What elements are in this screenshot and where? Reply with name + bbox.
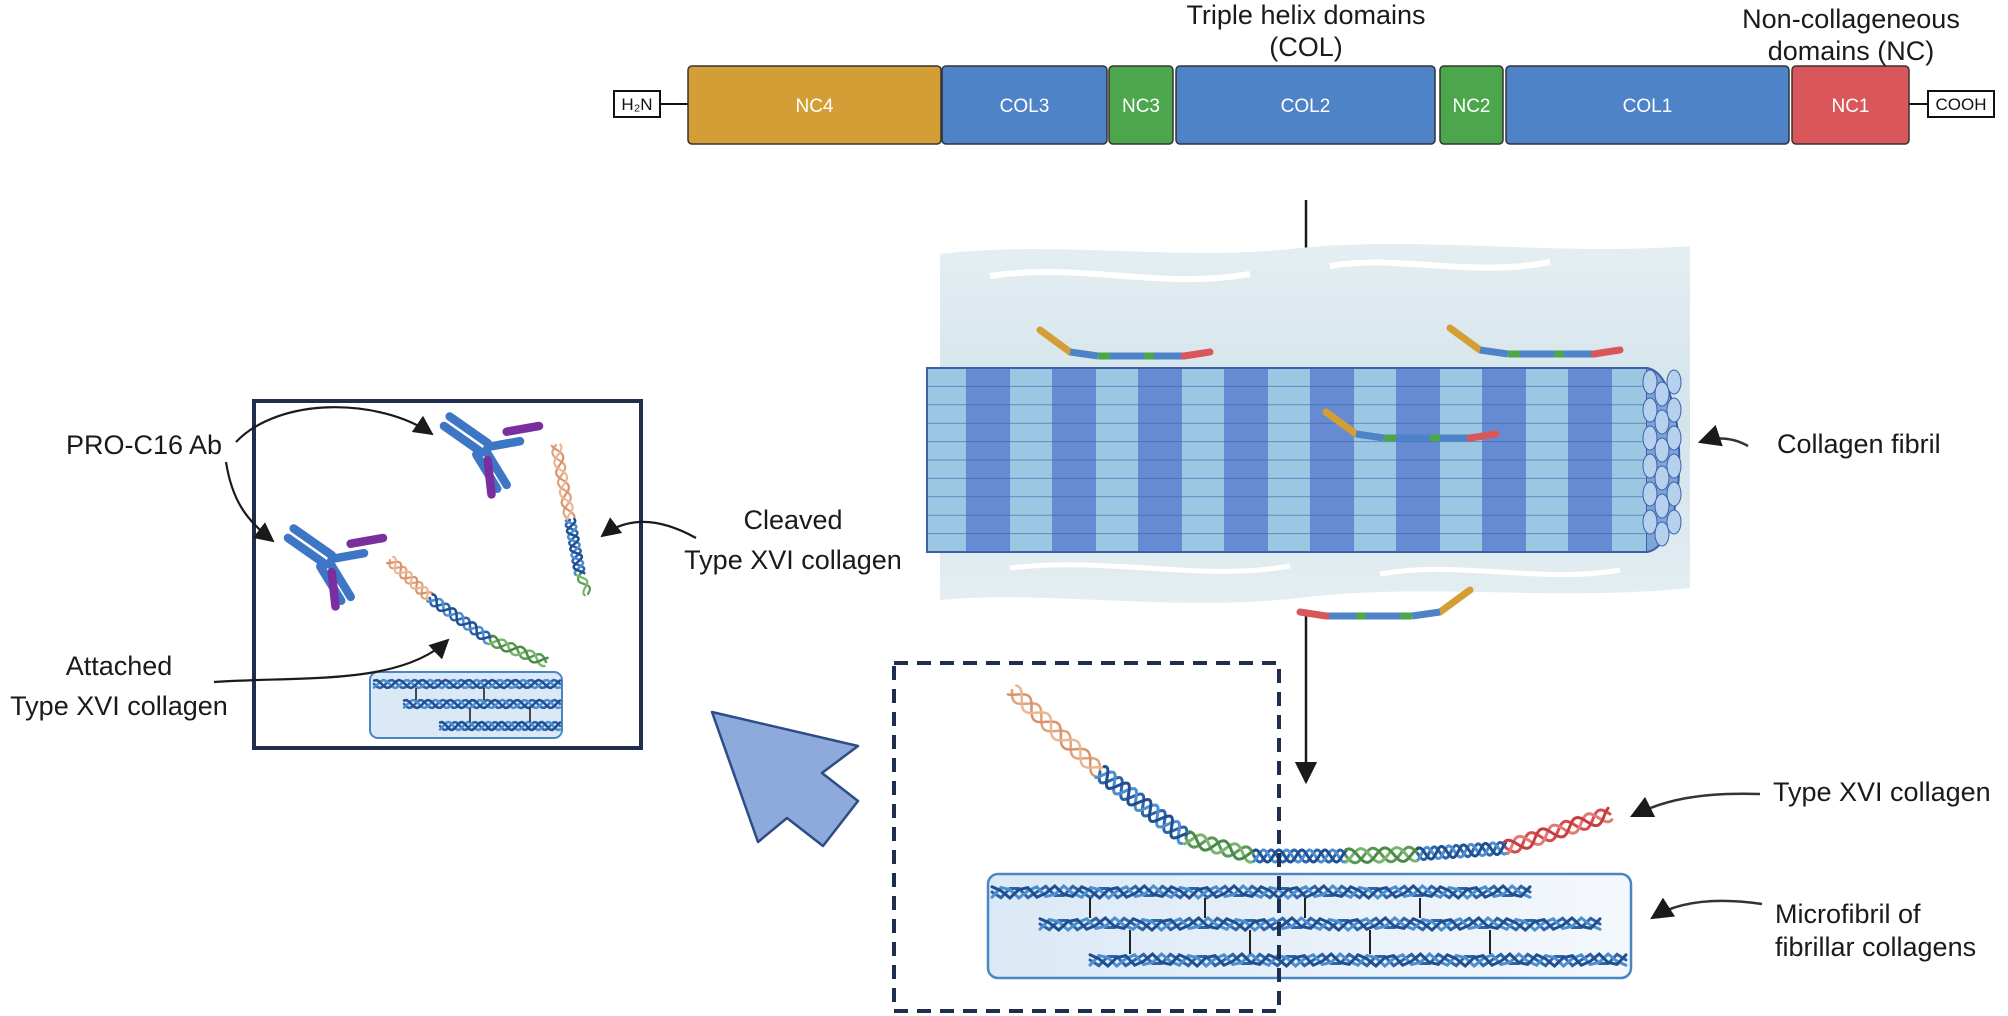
small-collagen-molecule [1446, 324, 1624, 358]
noncollagenous-heading-line2: domains (NC) [1768, 36, 1935, 66]
domain-label: NC4 [795, 96, 833, 117]
microfibril-label-line2: fibrillar collagens [1775, 932, 1976, 962]
cleaved-pointer [600, 517, 697, 539]
pro-c16-ab-label: PRO-C16 Ab [66, 430, 222, 460]
domain-segments: NC4 COL3 NC3 COL2 NC2 COL1 NC1 [687, 65, 1910, 145]
cleaved-label-line1: Cleaved [743, 505, 842, 535]
microfibril-illustration [986, 872, 1633, 980]
domain-label: COL1 [1623, 96, 1673, 117]
domain-nc2: NC2 [1439, 65, 1504, 145]
domain-col1: COL1 [1505, 65, 1790, 145]
n-terminus-label: H₂N [621, 95, 652, 114]
domain-nc3: NC3 [1108, 65, 1174, 145]
microfibril-label-line1: Microfibril of [1775, 899, 1921, 929]
pro-c16-antibody [439, 412, 544, 499]
domain-nc4: NC4 [687, 65, 942, 145]
cleaved-label-line2: Type XVI collagen [684, 545, 902, 575]
type-xvi-molecules-on-fibril [1036, 324, 1624, 620]
collagen-fibril-label: Collagen fibril [1777, 429, 1941, 459]
attached-pointer [213, 638, 450, 684]
collagen-fibril-pointer [1697, 424, 1749, 448]
domain-col3: COL3 [941, 65, 1108, 145]
small-collagen-molecule [1322, 408, 1500, 442]
pro-c16-antibody [283, 524, 388, 611]
small-collagen-molecule [1036, 326, 1214, 360]
noncollagenous-heading-line1: Non-collageneous [1742, 4, 1960, 34]
triple-helix-heading-line2: (COL) [1269, 32, 1343, 62]
attached-label-line1: Attached [66, 651, 173, 681]
domain-label: COL2 [1281, 96, 1331, 117]
domain-label: COL3 [1000, 96, 1050, 117]
triple-helix-heading-line1: Triple helix domains [1186, 0, 1425, 30]
antibody-inset [252, 399, 643, 750]
big-blue-arrow [710, 710, 860, 848]
type-xvi-pointer [1629, 792, 1761, 818]
microfibril-pointer [1650, 897, 1763, 920]
type-xvi-collagen-molecule [1006, 684, 1614, 865]
pro-c16-pointer-upper [235, 406, 434, 443]
domain-col2: COL2 [1175, 65, 1436, 145]
domain-structure-bar: H₂N COOH NC4 COL3 NC3 COL2 NC2 COL1 NC1 Triple… [613, 0, 1995, 145]
c-terminus-box: COOH [1927, 90, 1995, 118]
domain-label: NC1 [1831, 96, 1869, 117]
type-xvi-collagen-label: Type XVI collagen [1773, 777, 1991, 807]
collagen-fibril-illustration [926, 244, 1690, 620]
pro-c16-pointer-lower [224, 461, 275, 543]
domain-label: NC3 [1122, 96, 1160, 117]
dashed-zoom-frame [892, 661, 1281, 1013]
attached-label-line2: Type XVI collagen [10, 691, 228, 721]
domain-nc1: NC1 [1791, 65, 1910, 145]
c-terminus-label: COOH [1936, 95, 1987, 114]
n-terminus-box: H₂N [613, 90, 661, 118]
fibril-cylinder [926, 367, 1682, 553]
small-collagen-molecule [1296, 586, 1474, 620]
domain-label: NC2 [1452, 96, 1490, 117]
